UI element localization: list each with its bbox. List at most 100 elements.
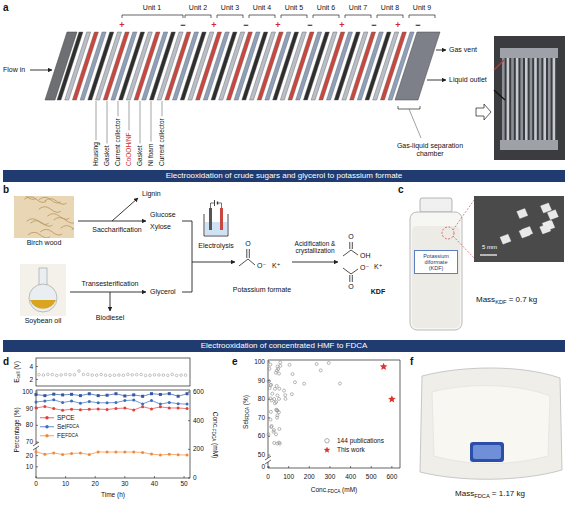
figure-label: 20 [26,452,33,459]
data-point [106,408,109,411]
label-part: (mM) [212,443,219,458]
stack-photo-plate [500,140,558,150]
data-point [97,401,100,404]
leader-line [129,101,130,130]
data-point [168,401,171,404]
figure-label: 80 [26,422,33,429]
data-point [43,394,46,397]
data-point [177,453,180,456]
figure-label: 50 [258,451,265,458]
data-point [52,407,55,410]
data-point [277,372,280,375]
legend-swatch [40,433,54,440]
figure-label: + [211,20,216,30]
phone-screen [473,445,501,459]
unit-bracket [377,15,403,18]
photo-panel: Birch wood [14,196,74,238]
data-point [43,405,46,408]
tick [154,476,155,478]
subscript: FDCA [65,433,78,438]
subscript: FDCA [328,489,341,494]
data-point [104,374,107,377]
data-point [114,401,117,404]
figure-label: 500 [366,473,377,480]
tick [36,466,38,467]
figure-label: Biodiesel [96,314,124,322]
legend-row: SPCE [40,414,75,421]
figure-label: 70 [26,438,33,445]
data-point [97,450,100,453]
figure-label: Gasket [103,145,110,166]
unit-bracket [122,15,183,18]
axis-break [265,456,271,460]
arrow [112,198,138,221]
data-point [52,393,55,396]
tick [329,466,330,468]
unit-bracket [185,15,211,18]
tick [350,466,351,468]
figure-label: 100 [22,388,33,395]
data-point [82,373,85,376]
leader-line [151,101,152,142]
data-point [278,387,281,390]
data-point [61,401,64,404]
data-point [149,374,152,377]
data-point [168,453,171,456]
tick [268,362,270,363]
mass-annotation: MassKDF= 0.7 kg [476,295,537,305]
label-part: (%) [242,395,249,405]
plot-frame [268,360,400,468]
crystal-flake [547,210,558,220]
data-point [275,384,278,387]
data-point [275,408,278,411]
legend-swatch [40,424,54,431]
legend-text: SPCE [57,414,75,421]
data-point [186,407,189,410]
figure-label: 20 [92,480,99,487]
figure-label: 5 mm [482,244,497,251]
figure-label: 90 [26,405,33,412]
data-point [150,453,153,456]
figure-label: 30 [121,480,128,487]
data-point [177,406,180,409]
figure-label: + [339,20,344,30]
data-point [52,398,55,401]
figure-label: Unit 1 [143,4,161,12]
wood-shaving [14,196,36,199]
electrode [209,208,212,230]
data-point [159,405,162,408]
tick [371,466,372,468]
wood-shaving [40,229,62,235]
figure-label: K⁺ [272,262,280,270]
stack-photo-fin [507,58,510,140]
figure-label: Acidification & crystallization [288,240,342,255]
data-point [270,424,273,427]
tick [36,425,38,426]
wood-shaving [30,221,52,227]
figure-label: Transesterification [82,280,139,288]
data-point [290,393,293,396]
tick [268,467,270,468]
tick [188,420,190,421]
leader-line [140,101,141,143]
figure-label: 40 [151,480,158,487]
wire [211,203,215,208]
data-point [159,393,162,396]
unit-bracket [409,15,435,18]
stack-photo-fin [525,58,528,140]
data-point [141,451,144,454]
subscript: FDCA [474,492,490,498]
data-point [293,381,296,384]
figure-label: 300 [324,473,335,480]
figure-label: 0 [261,463,265,470]
figure-label: Unit 6 [317,4,335,12]
figure-label: − [415,20,420,30]
data-point [271,392,274,395]
data-point [69,373,72,376]
data-point [97,408,100,411]
tick [36,366,38,367]
label-text: Potassium diformate (KDF) [417,253,455,271]
legend-marker [45,434,48,437]
figure-label: Current collector [114,118,121,166]
stack-photo-fin [520,58,523,140]
